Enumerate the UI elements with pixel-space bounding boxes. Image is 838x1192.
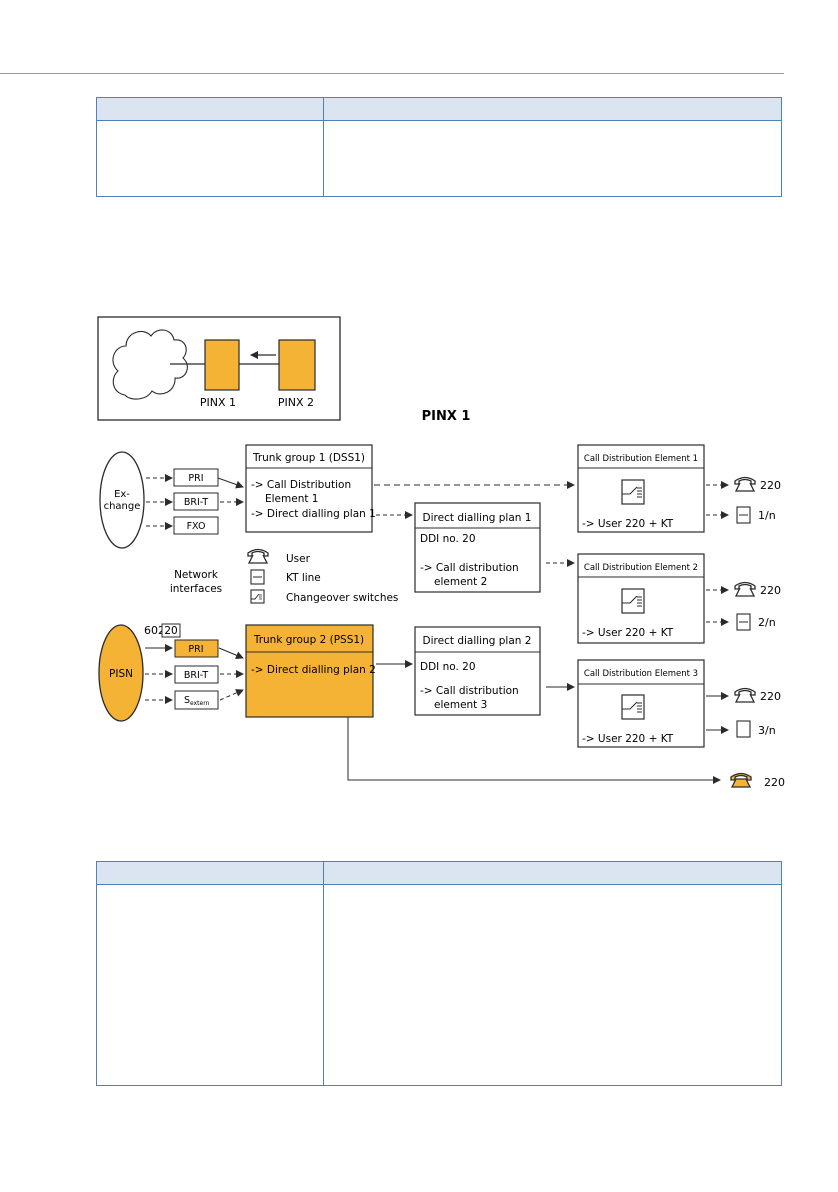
diagram-title: PINX 1 [422, 409, 471, 424]
cde3-switch-icon [621, 694, 645, 720]
cde2-kt-icon [736, 613, 751, 631]
cde3-kt-icon [736, 720, 751, 738]
ddp1-line3: element 2 [434, 576, 487, 588]
pinx1-box [204, 339, 240, 391]
inset-pinx1-label: PINX 1 [200, 396, 236, 409]
top-table-column-divider [323, 98, 324, 196]
ddp1-title: Direct dialling plan 1 [423, 512, 532, 524]
cde2-user: -> User 220 + KT [582, 627, 674, 639]
cloud-icon [112, 329, 188, 400]
ddp2-title: Direct dialling plan 2 [423, 635, 532, 647]
cde2-kt-label: 2/n [758, 616, 776, 629]
port-pri-top: PRI [188, 473, 203, 484]
legend-interfaces: interfaces [170, 583, 222, 595]
trunk2-title: Trunk group 2 (PSS1) [253, 634, 364, 646]
cde1-user: -> User 220 + KT [582, 518, 674, 530]
call-distribution-element-3: Call Distribution Element 3 -> User 220 … [577, 659, 705, 748]
cde2-phone-icon [734, 581, 756, 597]
port-fxo: FXO [187, 521, 206, 532]
bottom-ports: PRI BRI-T Sextern [145, 639, 244, 710]
legend-kt: KT line [286, 572, 321, 584]
exchange-label-1: Ex- [114, 489, 130, 500]
cde1-title: Call Distribution Element 1 [584, 454, 698, 464]
bottom-table [96, 861, 782, 1086]
ddi-prefix: 602 [144, 624, 165, 637]
legend-switch-icon [250, 589, 265, 604]
cde1-phone-number: 220 [760, 479, 781, 492]
trunk2-line1: -> Direct dialling plan 2 [251, 664, 376, 676]
trunk-group-1: Trunk group 1 (DSS1) -> Call Distributio… [245, 444, 376, 533]
cde3-kt-label: 3/n [758, 724, 776, 737]
cde3-phone-icon [734, 687, 756, 703]
cde1-phone-icon [734, 476, 756, 492]
inset-diagram: PINX 1 PINX 2 [97, 316, 341, 421]
ddp1-line2: -> Call distribution [420, 562, 519, 574]
port-s-extern: Sextern [184, 695, 210, 707]
cde2-switch-icon [621, 588, 645, 614]
trunk1-line3: -> Direct dialling plan 1 [251, 508, 376, 520]
cde3-title: Call Distribution Element 3 [584, 669, 698, 679]
exchange-label-2: change [104, 501, 141, 512]
trunk1-line2: Element 1 [265, 493, 319, 505]
pinx2-box [278, 339, 316, 391]
port-brit-top: BRI-T [184, 497, 208, 508]
bottom-table-column-divider [323, 862, 324, 1085]
top-ports: PRI BRI-T FXO [146, 468, 244, 535]
trunk1-title: Trunk group 1 (DSS1) [252, 452, 365, 464]
header-rule [0, 73, 784, 74]
legend-user: User [286, 553, 311, 565]
ddp2-line1: DDI no. 20 [420, 661, 476, 673]
inset-pinx2-label: PINX 2 [278, 396, 314, 409]
ddi-suffix: 20 [164, 625, 177, 637]
call-distribution-element-1: Call Distribution Element 1 -> User 220 … [577, 444, 705, 533]
cde3-phone-number: 220 [760, 690, 781, 703]
top-table [96, 97, 782, 197]
exchange-node [99, 451, 145, 549]
ddp2-line3: element 3 [434, 699, 487, 711]
trunk-group-2: Trunk group 2 (PSS1) -> Direct dialling … [245, 624, 376, 718]
call-distribution-element-2: Call Distribution Element 2 -> User 220 … [577, 553, 705, 644]
legend-network: Network [174, 569, 219, 581]
cde2-title: Call Distribution Element 2 [584, 563, 698, 573]
direct-dialling-plan-2: Direct dialling plan 2 DDI no. 20 -> Cal… [414, 626, 541, 716]
direct-dialling-plan-1: Direct dialling plan 1 DDI no. 20 -> Cal… [414, 502, 541, 593]
bottom-phone-icon [730, 772, 752, 788]
ddp2-line2: -> Call distribution [420, 685, 519, 697]
cde2-phone-number: 220 [760, 584, 781, 597]
bottom-table-header [97, 862, 781, 885]
pisn-label: PISN [109, 668, 133, 680]
cde1-kt-icon [736, 506, 751, 524]
port-brit-bottom: BRI-T [184, 670, 208, 681]
ddp1-line1: DDI no. 20 [420, 533, 476, 545]
top-table-header [97, 98, 781, 121]
port-pri-bottom: PRI [188, 644, 203, 655]
bottom-phone-number: 220 [764, 776, 785, 789]
cde3-user: -> User 220 + KT [582, 733, 674, 745]
legend: Network interfaces User KT line Changeov… [170, 548, 398, 604]
cde1-switch-icon [621, 479, 645, 505]
legend-switch: Changeover switches [286, 592, 398, 604]
cde1-kt-label: 1/n [758, 509, 776, 522]
trunk1-line1: -> Call Distribution [251, 479, 351, 491]
legend-phone-icon [247, 548, 269, 564]
pisn-node [98, 624, 144, 722]
legend-kt-icon [250, 569, 265, 585]
